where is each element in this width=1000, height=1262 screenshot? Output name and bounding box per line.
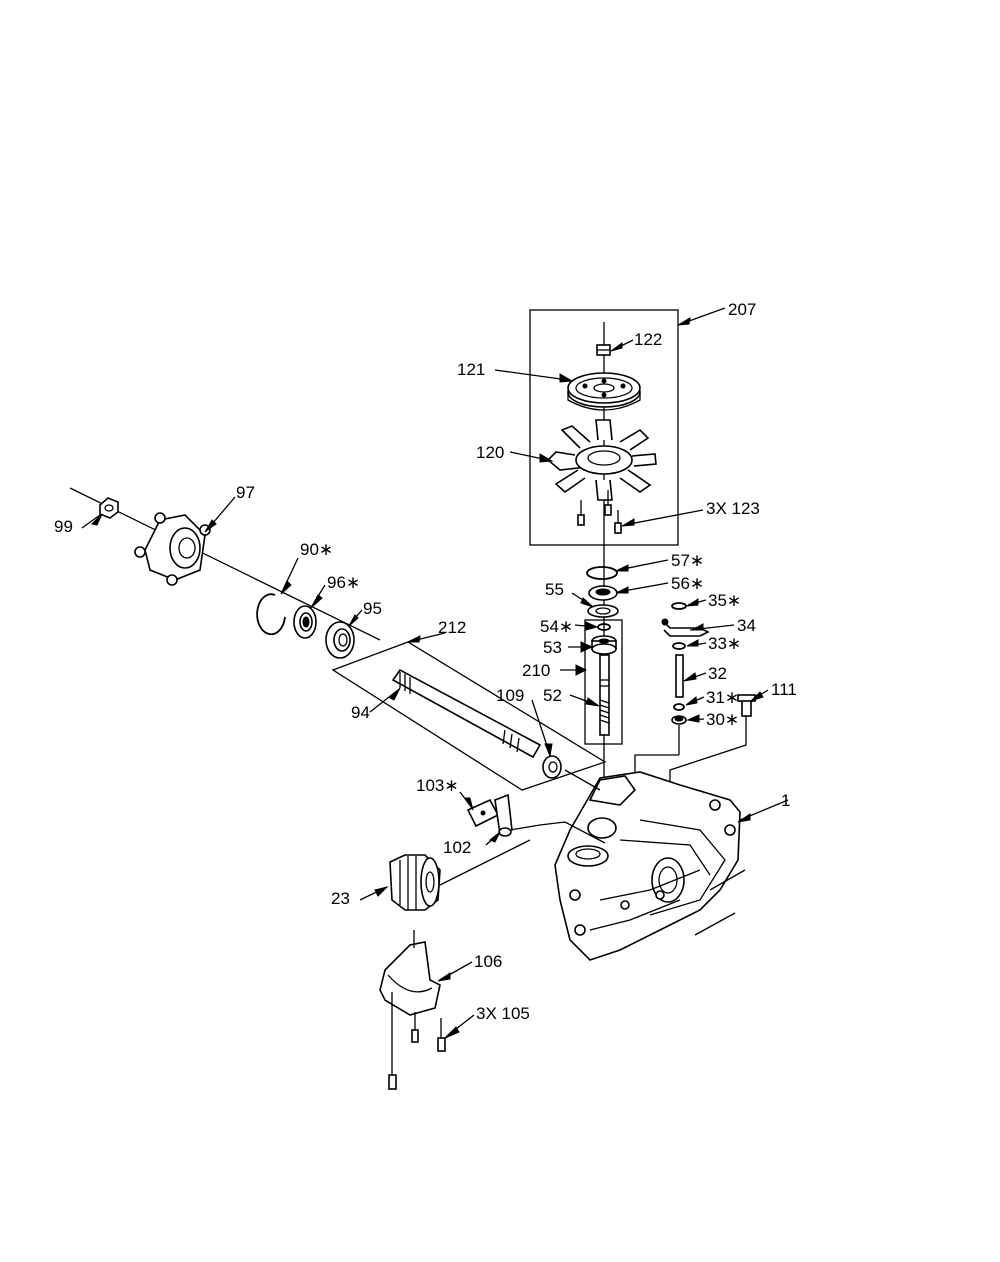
lever-102: [485, 793, 513, 846]
callout-207: 207: [728, 300, 756, 319]
bearing-53: [568, 635, 617, 655]
callout-96: 96∗: [327, 573, 360, 592]
input-shaft-52: [569, 654, 610, 736]
callout-120: 120: [476, 443, 504, 462]
callout-53: 53: [543, 638, 562, 657]
pulley-121: [494, 369, 641, 411]
control-arm-34: [661, 618, 735, 637]
callout-54: 54∗: [540, 617, 573, 636]
fan-120: [509, 419, 657, 501]
filter-23: [359, 839, 531, 911]
callout-33: 33∗: [708, 634, 741, 653]
bolts-105: [388, 992, 475, 1090]
bracket-103: [459, 791, 500, 828]
ring-31: [673, 696, 705, 711]
bushing-109: [531, 699, 562, 779]
callout-90: 90∗: [300, 540, 333, 559]
seal-56: [588, 582, 669, 601]
callout-32: 32: [708, 664, 727, 683]
snap-ring-90: [256, 557, 299, 636]
axle-assembly-box-212: [331, 632, 607, 791]
callout-1: 1: [781, 791, 790, 810]
callout-102: 102: [443, 838, 471, 857]
nut-122: [596, 339, 634, 356]
washer-55: [571, 592, 619, 618]
callout-23: 23: [331, 889, 350, 908]
callout-55: 55: [545, 580, 564, 599]
bearing-95: [325, 609, 363, 659]
callout-210: 210: [522, 661, 550, 680]
axle-axis-upper: [69, 487, 381, 641]
callout-95: 95: [363, 599, 382, 618]
callout-212: 212: [438, 618, 466, 637]
shield-106: [379, 930, 473, 1016]
fan-pulley-assembly-box: [529, 307, 726, 546]
axle-shaft-94: [369, 668, 542, 759]
callout-106: 106: [474, 952, 502, 971]
hub-97: [134, 496, 236, 586]
callout-31: 31∗: [706, 688, 739, 707]
callout-34: 34: [737, 616, 756, 635]
seal-30: [671, 714, 705, 725]
callout-35: 35∗: [708, 591, 741, 610]
callout-30: 30∗: [706, 710, 739, 729]
bolts-123: [577, 490, 704, 534]
fitting-111: [737, 689, 769, 717]
callout-52: 52: [543, 686, 562, 705]
snap-ring-57: [586, 559, 669, 580]
callout-99: 99: [54, 517, 73, 536]
callout-105: 3X 105: [476, 1004, 530, 1023]
callout-121: 121: [457, 360, 485, 379]
callout-94: 94: [351, 703, 370, 722]
ring-54: [574, 621, 611, 631]
washer-35: [671, 598, 707, 610]
nut-99: [81, 497, 119, 529]
callout-111: 111: [771, 680, 797, 699]
callout-56: 56∗: [671, 574, 704, 593]
callout-109: 109: [496, 686, 524, 705]
washer-33: [672, 639, 707, 650]
callout-123: 3X 123: [706, 499, 760, 518]
callout-97: 97: [236, 483, 255, 502]
callout-57: 57∗: [671, 551, 704, 570]
housing-1: [554, 771, 789, 961]
callout-122: 122: [634, 330, 662, 349]
callout-103: 103∗: [416, 776, 459, 795]
seal-96: [293, 584, 326, 639]
shaft-32: [675, 654, 707, 698]
input-shaft-box-210: [560, 619, 623, 745]
